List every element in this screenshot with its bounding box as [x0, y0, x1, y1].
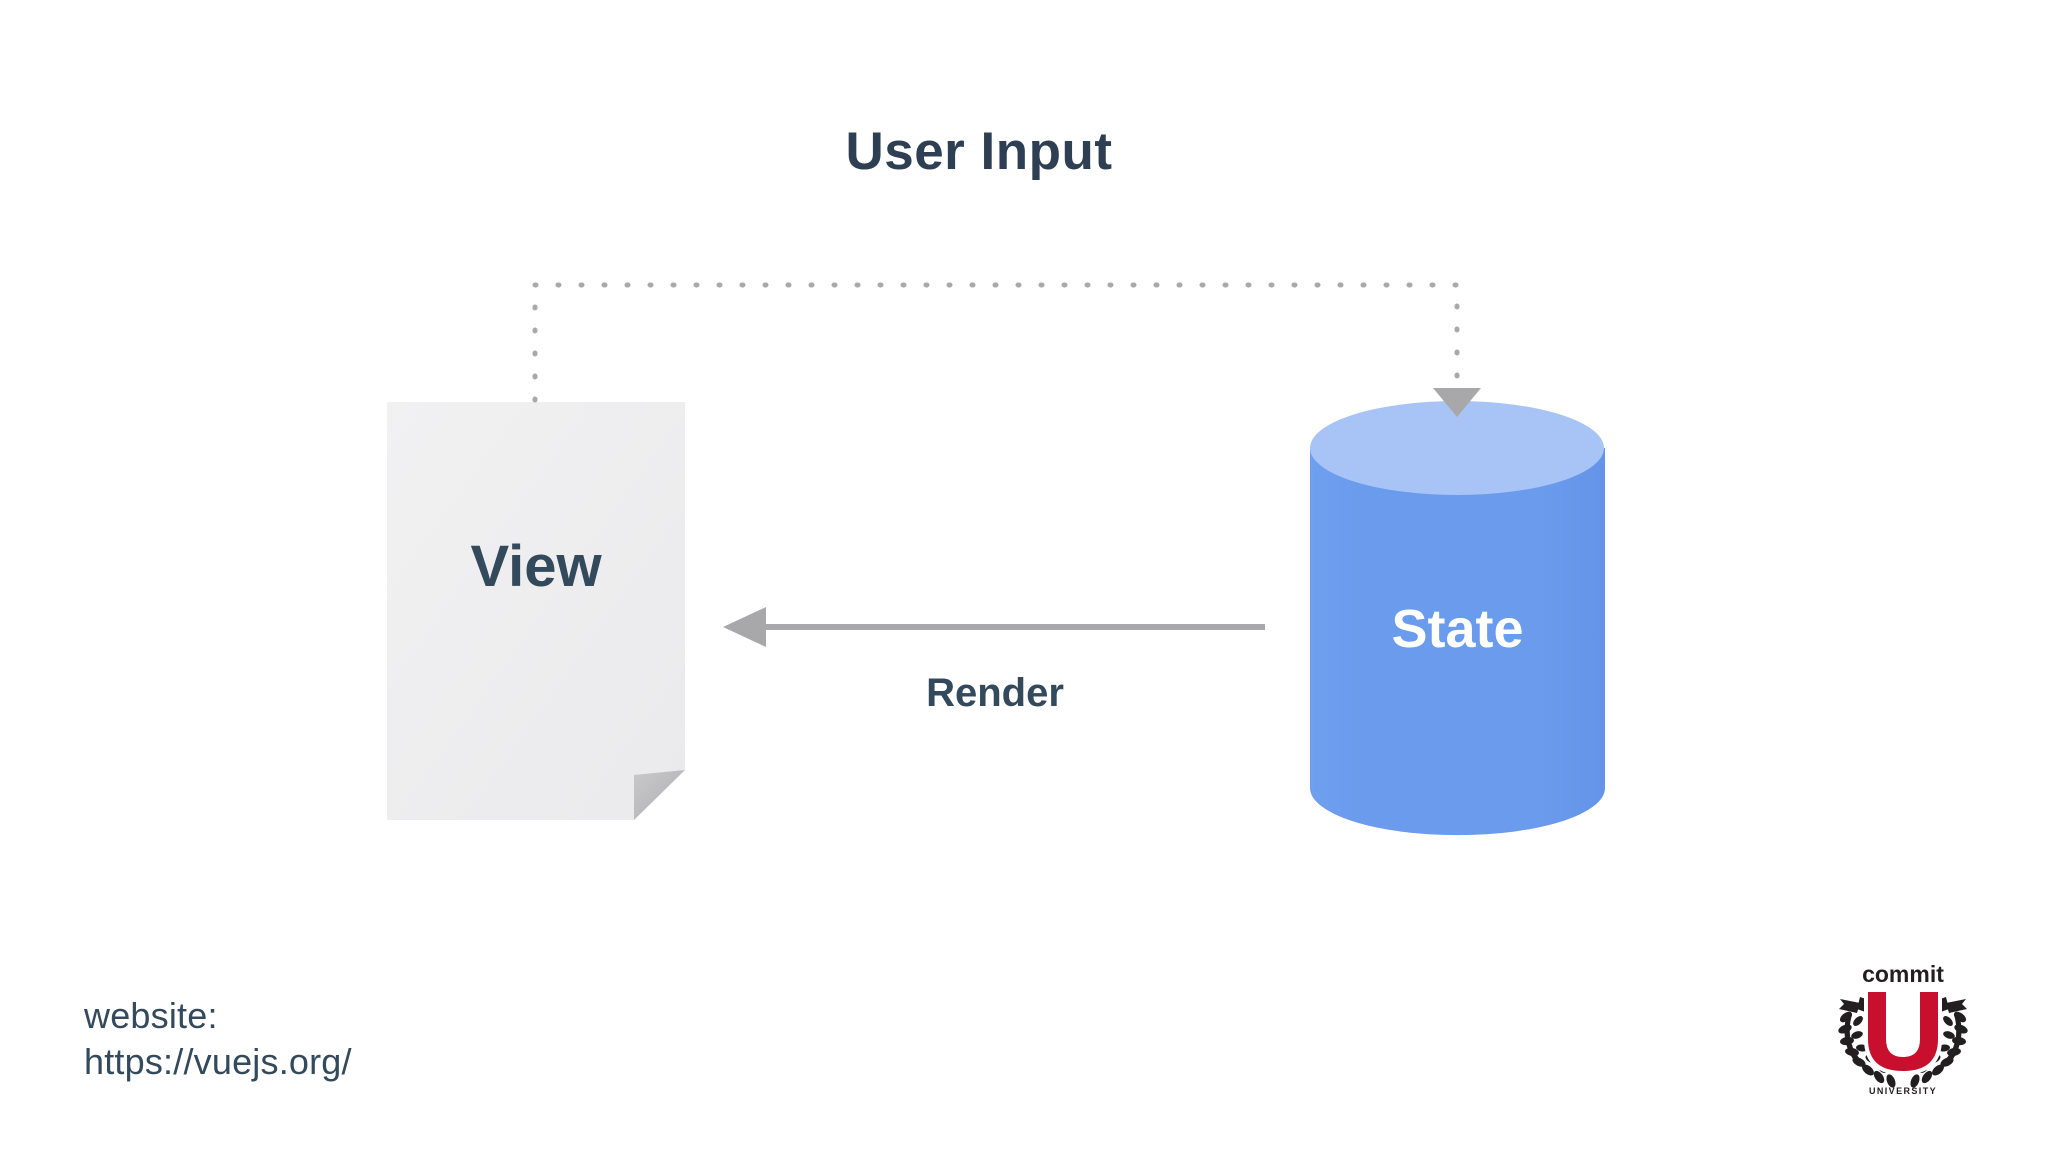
state-cylinder-top: [1310, 401, 1604, 495]
laurel-wreath-left-icon: [1838, 1011, 1896, 1088]
view-document-fold-icon: [634, 770, 685, 820]
user-input-title: User Input: [845, 122, 1113, 181]
user-input-arrowhead-icon: [1433, 388, 1481, 417]
logo-ribbon-icon: [1839, 997, 1967, 1013]
state-node-label: State: [1391, 599, 1524, 659]
render-arrowhead-icon: [723, 607, 766, 647]
laurel-wreath-right-icon: [1910, 1011, 1968, 1088]
view-node[interactable]: [387, 402, 685, 820]
user-input-dotted-path: [532, 282, 1460, 403]
view-node-label: View: [470, 534, 602, 599]
view-document-shape: [387, 402, 685, 820]
logo-bottom-text: UNIVERSITY: [1869, 1086, 1937, 1096]
state-node[interactable]: [1310, 401, 1605, 836]
render-edge[interactable]: [723, 607, 1265, 647]
state-cylinder-body: [1310, 448, 1605, 836]
logo-letter-u: [1864, 988, 1942, 1075]
logo-top-text: commit: [1862, 961, 1944, 987]
commit-u-logo[interactable]: commit UNIVERSITY: [1824, 955, 1982, 1100]
website-footnote-line2: https://vuejs.org/: [84, 1041, 352, 1083]
user-input-edge[interactable]: [532, 282, 1481, 417]
website-footnote: website: https://vuejs.org/: [84, 993, 352, 1085]
render-edge-label: Render: [926, 671, 1064, 715]
website-footnote-line1: website:: [84, 995, 218, 1036]
